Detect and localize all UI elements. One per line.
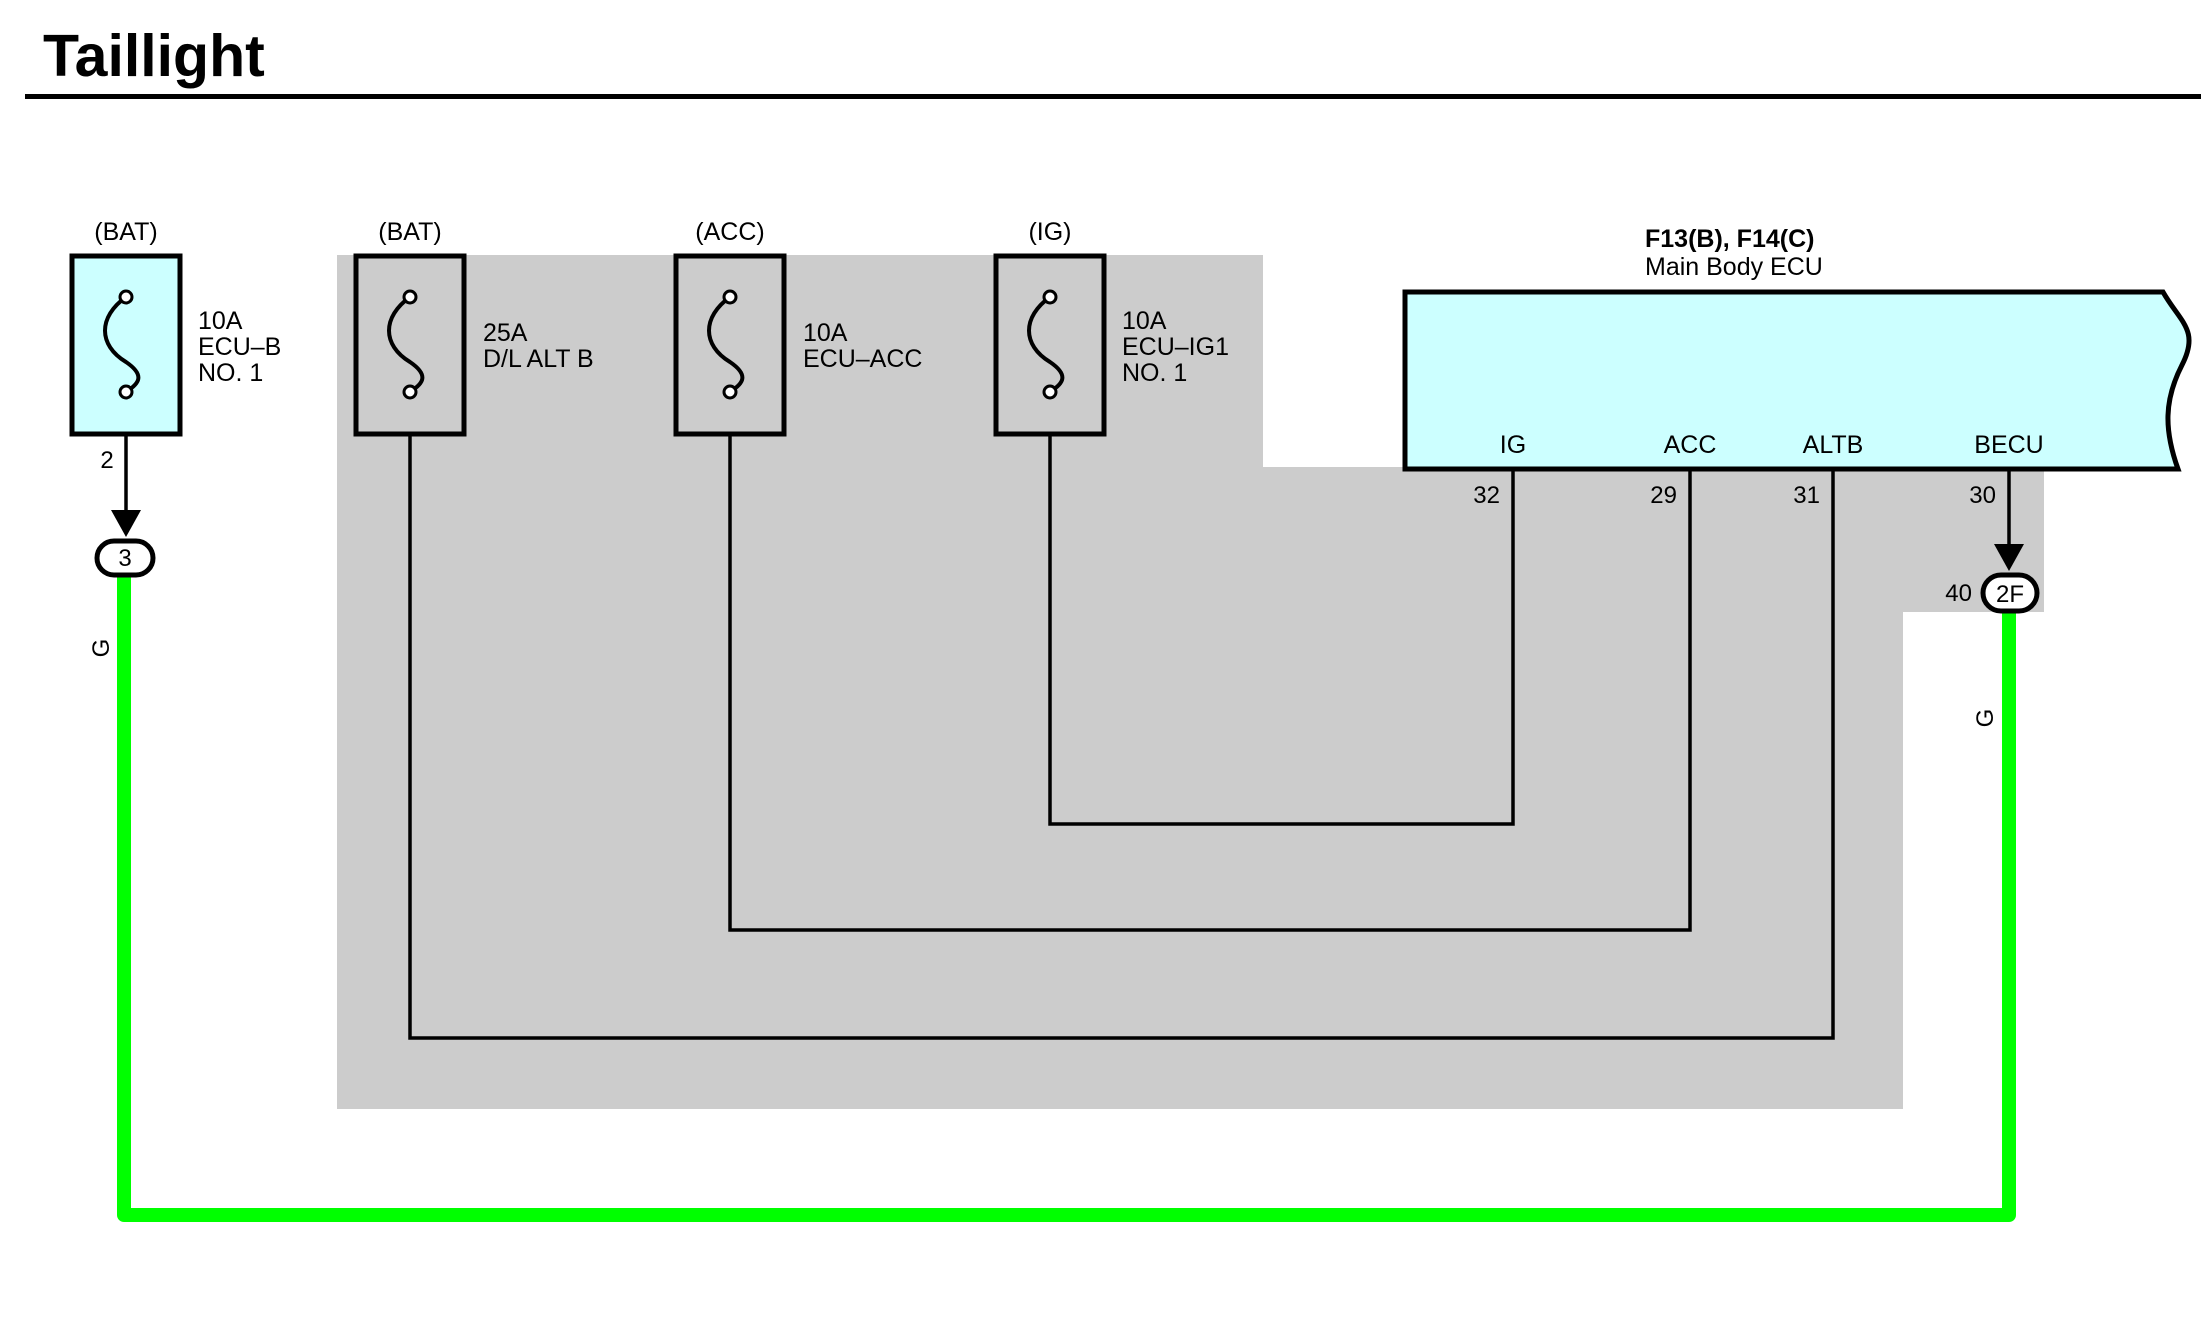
junction-right-label: 2F	[1996, 581, 2024, 608]
main-body-ecu-box	[1402, 289, 2192, 472]
fuse2-source: (BAT)	[378, 218, 441, 246]
fuse4-name-2: NO. 1	[1122, 359, 1187, 387]
pin-acc: 29	[1650, 482, 1677, 509]
junction-left-label: 3	[118, 545, 131, 572]
fuse4-rating: 10A	[1122, 307, 1167, 335]
fuse1-source: (BAT)	[94, 218, 157, 246]
fuse-ecu-b-no1	[69, 253, 183, 437]
junction-connector-right: 2F	[1980, 572, 2040, 614]
fuse1-rating: 10A	[198, 307, 243, 335]
page-title: Taillight	[43, 23, 265, 89]
wire-color-right: G	[1972, 709, 1999, 728]
fuse-ecu-acc	[673, 253, 787, 437]
title-rule	[25, 94, 2201, 99]
terminal-altb: ALTB	[1803, 431, 1864, 459]
fuse2-rating: 25A	[483, 319, 528, 347]
fuse4-name: ECU–IG1	[1122, 333, 1229, 361]
ecu-connector-ref: F13(B), F14(C)	[1645, 225, 1814, 253]
pin-ig: 32	[1473, 482, 1500, 509]
wire-color-left: G	[88, 639, 115, 658]
wire-dl-alt-b-to-altb	[408, 395, 1835, 1040]
fuse3-name: ECU–ACC	[803, 345, 922, 373]
ecu-name: Main Body ECU	[1645, 253, 1823, 281]
fuse1-name-2: NO. 1	[198, 359, 263, 387]
fuse2-name: D/L ALT B	[483, 345, 594, 373]
junction-right-pin: 40	[1945, 580, 1972, 607]
terminal-ig: IG	[1500, 431, 1526, 459]
fuse1-pin: 2	[100, 447, 113, 474]
fuse3-rating: 10A	[803, 319, 848, 347]
arrow-down-icon	[1994, 544, 2024, 571]
fuse4-source: (IG)	[1028, 218, 1071, 246]
fuse3-source: (ACC)	[695, 218, 764, 246]
wire-ecu-acc-to-acc	[728, 395, 1692, 932]
junction-connector-left: 3	[94, 538, 156, 578]
wire-ecu-ig1-to-ig	[1048, 395, 1515, 826]
fuse-dl-alt-b	[353, 253, 467, 437]
pin-altb: 31	[1793, 482, 1820, 509]
terminal-acc: ACC	[1664, 431, 1717, 459]
fuse1-name: ECU–B	[198, 333, 281, 361]
pin-becu: 30	[1969, 482, 1996, 509]
arrow-down-icon	[111, 510, 141, 537]
fuse-ecu-ig1-no1	[993, 253, 1107, 437]
green-wire	[117, 571, 2016, 1222]
terminal-becu: BECU	[1974, 431, 2043, 459]
